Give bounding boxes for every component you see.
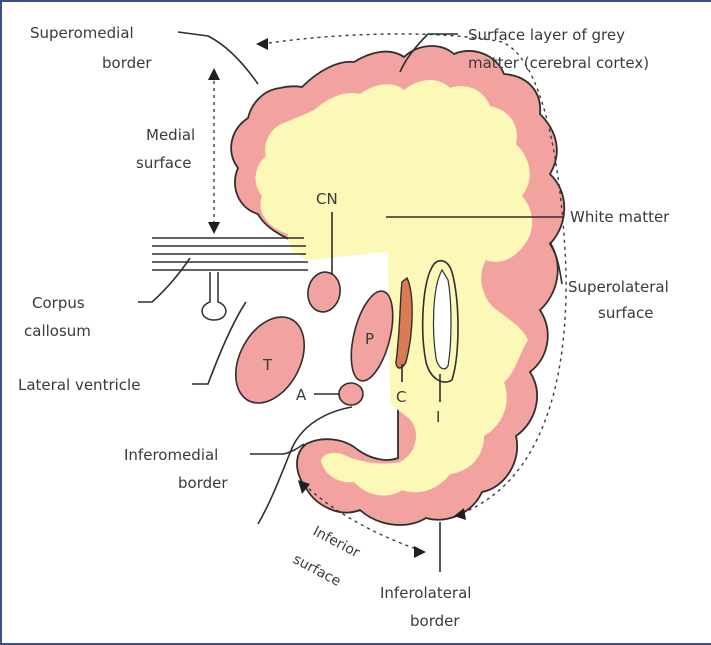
label-inferomedial-border-2: border — [178, 474, 228, 492]
label-inferior-surface-1: Inferior — [310, 523, 362, 561]
corpus-callosum-fibers — [152, 238, 308, 270]
leader-inferomedial — [250, 444, 304, 454]
label-p: P — [365, 330, 374, 348]
label-superolateral-surface-1: Superolateral — [568, 278, 669, 296]
label-superomedial-border-2: border — [102, 54, 152, 72]
label-c: C — [396, 388, 406, 406]
label-inferomedial-border-1: Inferomedial — [124, 446, 218, 464]
label-medial-surface-1: Medial — [146, 126, 195, 144]
label-t: T — [262, 356, 273, 374]
caudate-nucleus — [305, 270, 343, 315]
label-white-matter: White matter — [570, 208, 670, 226]
arrowhead-top — [256, 38, 268, 50]
label-corpus-callosum-1: Corpus — [32, 294, 85, 312]
label-medial-surface-2: surface — [136, 154, 191, 172]
label-inferolateral-border-2: border — [410, 612, 460, 630]
label-corpus-callosum-2: callosum — [24, 322, 91, 340]
label-superolateral-surface-2: surface — [598, 304, 653, 322]
label-surface-layer-1: Surface layer of grey — [468, 26, 625, 44]
septum-stem — [202, 272, 226, 320]
label-inferior-surface-2: surface — [290, 551, 343, 589]
amygdala — [339, 383, 363, 405]
label-lateral-ventricle: Lateral ventricle — [18, 376, 140, 394]
label-cn: CN — [316, 190, 338, 208]
arrowhead-inferior-right — [414, 546, 426, 558]
arrowhead-medial-bottom — [208, 222, 220, 234]
leader-corpus — [138, 258, 190, 302]
label-a: A — [296, 386, 307, 404]
label-i: I — [436, 408, 440, 426]
label-surface-layer-2: matter (cerebral cortex) — [468, 54, 649, 72]
label-superomedial-border-1: Superomedial — [30, 24, 134, 42]
label-inferolateral-border-1: Inferolateral — [380, 584, 471, 602]
arrowhead-medial-top — [208, 68, 220, 80]
